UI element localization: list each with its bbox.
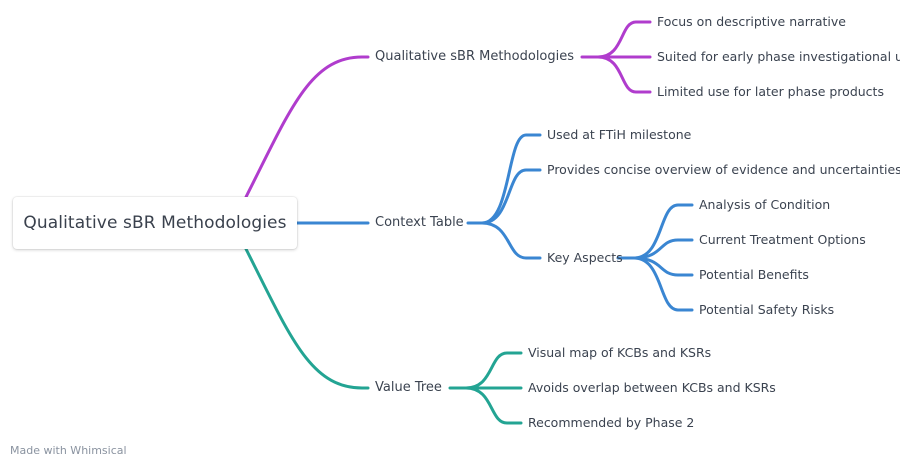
value-child-edge — [464, 351, 523, 390]
root-node-label: Qualitative sBR Methodologies — [23, 213, 287, 233]
leaf-node[interactable]: Visual map of KCBs and KSRs — [528, 345, 711, 361]
leaf-label: Used at FTiH milestone — [547, 127, 692, 142]
leaf-node[interactable]: Recommended by Phase 2 — [528, 415, 694, 431]
leaf-label: Potential Safety Risks — [699, 302, 835, 317]
branch-context-table-node[interactable]: Context Table — [375, 215, 464, 231]
branch-value-tree-label: Value Tree — [375, 380, 442, 395]
leaf-label: Analysis of Condition — [699, 197, 831, 212]
root-to-value-edge — [244, 247, 370, 390]
value-child-edge — [464, 386, 523, 425]
branch-qualitative-label: Qualitative sBR Methodologies — [375, 49, 575, 64]
key-aspects-node[interactable]: Key Aspects — [547, 250, 623, 266]
root-to-qualitative-edge — [244, 55, 370, 199]
context-child-edge — [480, 133, 542, 225]
leaf-node[interactable]: Provides concise overview of evidence an… — [547, 162, 900, 178]
leaf-label: Limited use for later phase products — [657, 84, 884, 99]
context-child-edge — [480, 221, 542, 260]
context-child-edge — [480, 168, 542, 225]
leaf-label: Provides concise overview of evidence an… — [547, 162, 900, 177]
qualitative-child-edge — [596, 55, 652, 94]
leaf-label: Potential Benefits — [699, 267, 809, 282]
leaf-node[interactable]: Potential Benefits — [699, 267, 809, 283]
key-aspects-child-edge — [632, 256, 694, 312]
branch-context-table-label: Context Table — [375, 215, 464, 230]
branch-value-tree-node[interactable]: Value Tree — [375, 380, 442, 396]
key-aspects-child-edge — [632, 203, 694, 260]
leaf-label: Suited for early phase investigational u… — [657, 49, 900, 64]
leaf-node[interactable]: Limited use for later phase products — [657, 84, 884, 100]
leaf-node[interactable]: Avoids overlap between KCBs and KSRs — [528, 380, 776, 396]
leaf-node[interactable]: Analysis of Condition — [699, 197, 830, 213]
leaf-label: Recommended by Phase 2 — [528, 415, 695, 430]
leaf-label: Current Treatment Options — [699, 232, 866, 247]
leaf-node[interactable]: Focus on descriptive narrative — [657, 14, 846, 30]
branch-qualitative-node[interactable]: Qualitative sBR Methodologies — [375, 49, 574, 65]
leaf-node[interactable]: Current Treatment Options — [699, 232, 866, 248]
qualitative-child-edge — [596, 20, 652, 59]
footer-credit[interactable]: Made with Whimsical — [10, 444, 127, 457]
leaf-label: Visual map of KCBs and KSRs — [528, 345, 712, 360]
leaf-node[interactable]: Suited for early phase investigational u… — [657, 49, 900, 65]
leaf-label: Avoids overlap between KCBs and KSRs — [528, 380, 776, 395]
key-aspects-label: Key Aspects — [547, 250, 623, 265]
leaf-node[interactable]: Used at FTiH milestone — [547, 127, 691, 143]
leaf-label: Focus on descriptive narrative — [657, 14, 846, 29]
leaf-node[interactable]: Potential Safety Risks — [699, 302, 834, 318]
root-node[interactable]: Qualitative sBR Methodologies — [13, 197, 297, 249]
